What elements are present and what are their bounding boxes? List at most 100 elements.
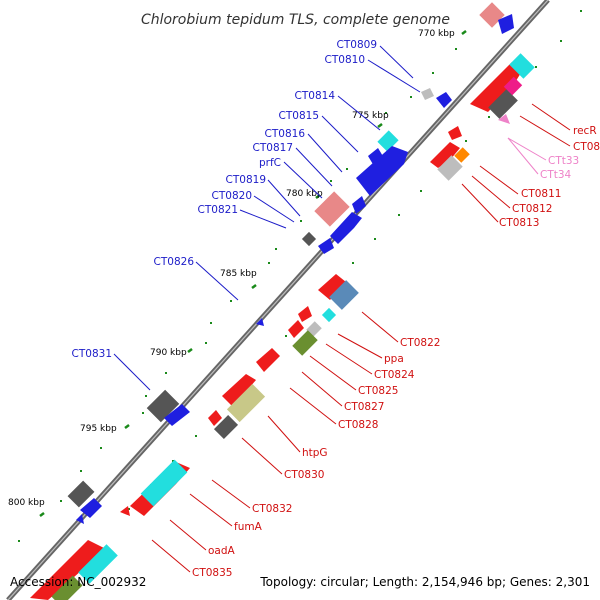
gene-ct0808	[479, 2, 505, 28]
kbp-label: 770 kbp	[418, 29, 455, 39]
tick-mark	[39, 512, 45, 517]
genes-inner-track	[67, 2, 514, 524]
gene-label-ct0826: CT0826	[154, 256, 195, 268]
gene-ct0824	[298, 306, 312, 322]
gene-olive-2	[51, 575, 83, 600]
gene-ct0811	[430, 142, 460, 168]
gene-gray	[67, 480, 95, 508]
genes-outer-track	[30, 53, 535, 600]
gene-label-ct0819: CT0819	[226, 174, 266, 186]
kbp-label: 790 kbp	[150, 348, 187, 358]
gene-orange	[454, 147, 470, 163]
kbp-label: 785 kbp	[220, 269, 257, 279]
gene-label-ctt33: CTt33	[548, 155, 579, 167]
gene-ct0807	[488, 89, 518, 119]
gene-label-ct0809: CT0809	[337, 39, 377, 51]
gene-oada	[120, 506, 130, 516]
gene-arrow	[498, 14, 514, 34]
tick-mark	[187, 348, 193, 353]
gene-label-ct0822: CT0822	[400, 337, 440, 349]
gene-ct0828	[292, 330, 318, 356]
map-title: Chlorobium tepidum TLS, complete genome	[141, 12, 450, 28]
gene-magenta	[503, 76, 523, 96]
genome-backbone	[6, 0, 550, 600]
gene-label-ct0821: CT0821	[198, 204, 238, 216]
gene-label-ct0828: CT0828	[338, 419, 378, 431]
gene-ct0809	[421, 88, 434, 100]
gene-ct0819	[314, 191, 350, 227]
gene-label-ctt34: CTt34	[540, 169, 572, 181]
gene-ctt33	[498, 114, 510, 124]
gene-label-oada: oadA	[208, 545, 236, 557]
gene-label-ct0827: CT0827	[344, 401, 384, 413]
gene-recr	[470, 62, 524, 112]
gene-label-ct0831: CT0831	[72, 348, 112, 360]
gene-label-ct0832: CT0832	[252, 503, 292, 515]
gene-label-ct0813: CT0813	[499, 217, 539, 229]
gene-ct0821	[301, 231, 317, 247]
gene-ct0820	[330, 212, 362, 244]
tick-mark	[124, 424, 130, 429]
gene-htpg	[222, 374, 256, 406]
gene-label-ct0807: CT0807	[573, 141, 600, 153]
gene-label-ct0816: CT0816	[265, 128, 306, 140]
kbp-labels: 770 kbp 775 kbp 780 kbp 785 kbp 790 kbp …	[8, 29, 455, 508]
gene-arrow	[164, 404, 190, 426]
gene-ct0816	[356, 146, 408, 196]
kbp-label: 775 kbp	[352, 111, 389, 121]
gene-label-ct0825: CT0825	[358, 385, 398, 397]
gene-label-prfc: prfC	[259, 157, 281, 169]
gene-label-fuma: fumA	[234, 521, 263, 533]
gene-olive	[226, 383, 266, 423]
gene-label-ct0820: CT0820	[212, 190, 252, 202]
gene-ppa	[321, 307, 337, 323]
gene-ct0815	[368, 148, 384, 166]
gene-prfc	[352, 196, 366, 214]
gene-label-ct0815: CT0815	[279, 110, 319, 122]
trna-leader-lines	[507, 137, 547, 175]
gene-red-small	[448, 126, 462, 140]
tick-mark	[251, 284, 257, 289]
gene-label-ct0811: CT0811	[521, 188, 561, 200]
gene-label-ct0817: CT0817	[253, 142, 293, 154]
right-leader-lines	[151, 103, 571, 573]
gene-label-ct0830: CT0830	[284, 469, 324, 481]
gene-fuma	[140, 459, 188, 507]
gene-ct0835	[30, 540, 104, 600]
tick-mark	[377, 123, 383, 128]
gene-ct0812	[437, 155, 463, 181]
gene-label-ct0810: CT0810	[325, 54, 365, 66]
gene-cyan	[509, 53, 535, 79]
tick-mark	[461, 30, 467, 35]
kbp-label: 795 kbp	[80, 424, 117, 434]
kbp-label: 780 kbp	[286, 189, 323, 199]
gene-arrow	[318, 238, 334, 254]
gene-label-ppa: ppa	[384, 353, 404, 365]
gene-gray-2	[213, 414, 239, 440]
gene-red-arrow	[256, 348, 280, 372]
gene-label-htpg: htpG	[302, 447, 328, 459]
gene-label-recr: recR	[573, 125, 597, 137]
kbp-tick-marks	[39, 30, 467, 517]
topology-summary: Topology: circular; Length: 2,154,946 bp…	[259, 575, 590, 589]
left-gene-labels: CT0809 CT0810 CT0814 CT0815 CT0816 CT081…	[72, 39, 377, 360]
kbp-label: 800 kbp	[8, 498, 45, 508]
gene-label-ct0812: CT0812	[512, 203, 552, 215]
gene-label-ct0814: CT0814	[295, 90, 336, 102]
gene-ct0825	[288, 320, 304, 338]
gene-ct0822	[318, 274, 346, 300]
gene-ct0826	[256, 318, 264, 326]
gene-steel	[329, 280, 359, 310]
gene-ct0831	[146, 389, 180, 423]
gene-ct0830	[208, 410, 222, 426]
gene-ct0810	[436, 92, 452, 108]
gene-label-ct0835: CT0835	[192, 567, 232, 579]
gene-arrow	[76, 514, 84, 524]
gene-label-ct0824: CT0824	[374, 369, 415, 381]
accession-text: Accession: NC_002932	[10, 575, 146, 589]
gene-ct0814	[377, 130, 399, 152]
gene-arrow	[80, 498, 102, 518]
left-leader-lines	[113, 45, 421, 391]
gene-cyan-2	[78, 544, 118, 584]
